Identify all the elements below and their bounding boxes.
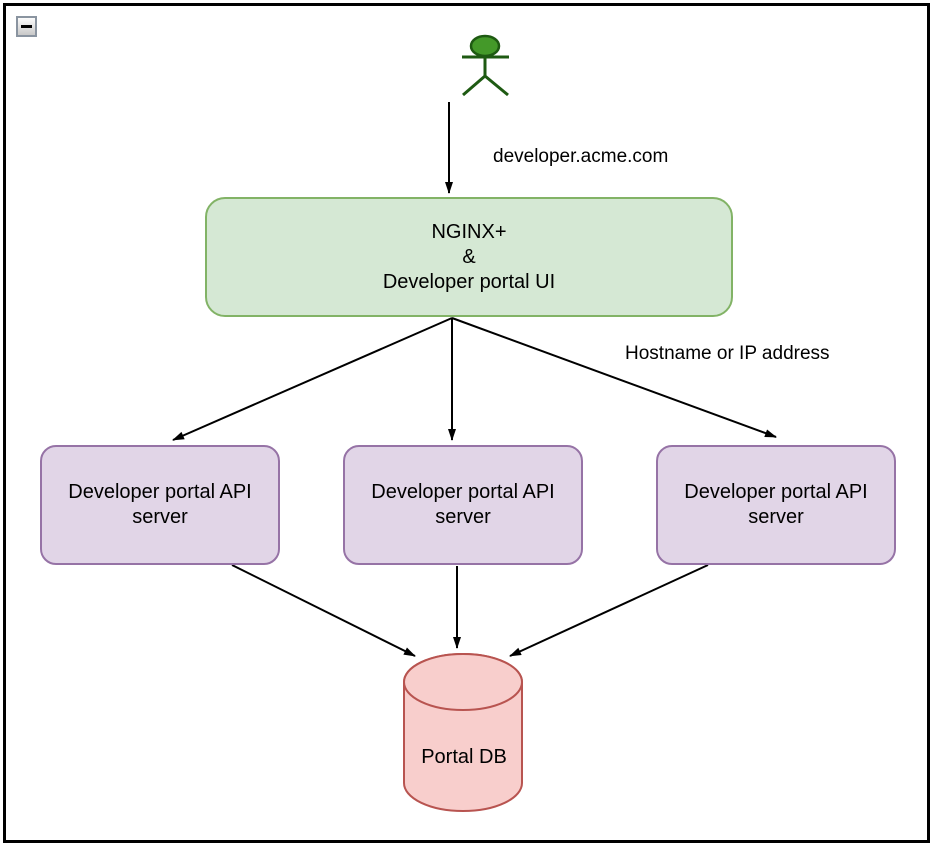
- actor-left-leg: [462, 74, 486, 97]
- edge-nginx-to-api-3[interactable]: [451, 317, 777, 438]
- node-api-1-line1: Developer portal API: [68, 481, 252, 503]
- node-db-label: Portal DB: [421, 746, 507, 768]
- node-api-server-1[interactable]: Developer portal API server: [40, 445, 280, 565]
- database-cylinder[interactable]: [403, 653, 523, 812]
- node-api-1-line2: server: [132, 506, 188, 528]
- minus-icon: [21, 25, 32, 28]
- actor-head: [469, 34, 501, 58]
- actor-right-leg: [484, 74, 509, 97]
- cylinder-top: [403, 653, 523, 711]
- node-api-3-line1: Developer portal API: [684, 481, 868, 503]
- collapse-button[interactable]: [16, 16, 37, 37]
- node-nginx-line1: NGINX+: [431, 220, 507, 243]
- edge-api3-to-db[interactable]: [509, 564, 709, 657]
- edge-nginx-to-api-1[interactable]: [172, 317, 453, 441]
- node-api-2-line2: server: [435, 506, 491, 528]
- edge-label-developer-acme: developer.acme.com: [493, 146, 669, 167]
- diagram-canvas: NGINX+ & Developer portal UI Developer p…: [3, 3, 930, 843]
- node-api-2-line1: Developer portal API: [371, 481, 555, 503]
- node-api-server-3[interactable]: Developer portal API server: [656, 445, 896, 565]
- edges-layer: [172, 34, 777, 812]
- actor-icon[interactable]: [462, 34, 509, 97]
- node-api-server-2[interactable]: Developer portal API server: [343, 445, 583, 565]
- node-api-3-line2: server: [748, 506, 804, 528]
- node-nginx-line3: Developer portal UI: [382, 270, 556, 293]
- node-nginx-line2: &: [462, 245, 476, 268]
- edge-api1-to-db[interactable]: [231, 564, 416, 657]
- edge-label-hostname-ip: Hostname or IP address: [625, 343, 830, 364]
- node-nginx-portal-ui[interactable]: NGINX+ & Developer portal UI: [205, 197, 733, 317]
